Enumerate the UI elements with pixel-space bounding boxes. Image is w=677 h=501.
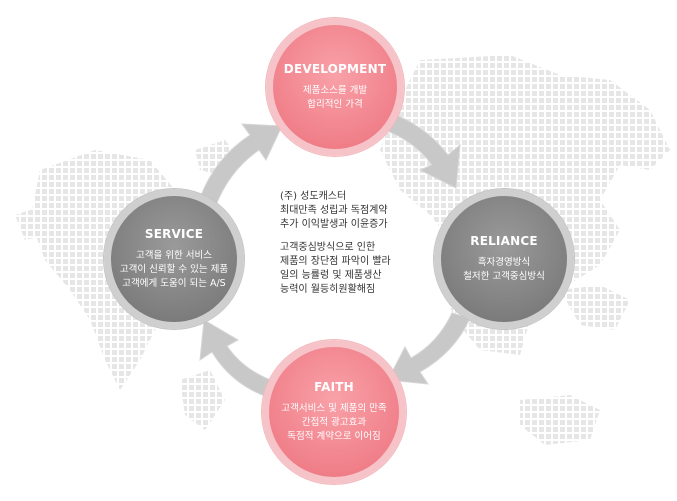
center-text: 최대만족 성립과 독점계약	[280, 205, 388, 216]
service-line: 고객을 위한 서비스	[136, 250, 212, 261]
reliance-line: 철저한 고객중심방식	[463, 271, 545, 282]
center-text: 제품의 장단점 파악이 빨라	[280, 256, 391, 267]
center-text: 능력이 월등히원활해짐	[280, 284, 376, 295]
faith-line: 고객서비스 및 제품의 만족	[281, 403, 387, 414]
reliance-circle: RELIANCE 흑자경영방식 철저한 고객중심방식	[434, 189, 574, 329]
arrow-faith-to-service	[199, 319, 277, 399]
faith-title: FAITH	[314, 380, 354, 394]
reliance-title: RELIANCE	[470, 234, 538, 248]
faith-circle: FAITH 고객서비스 및 제품의 만족 간접적 광고효과 독점적 계약으로 이…	[262, 340, 406, 484]
center-text: (주) 성도캐스터	[280, 191, 347, 202]
service-line: 고객에게 도움이 되는 A/S	[122, 278, 226, 289]
arrow-development-to-reliance	[379, 111, 461, 189]
development-line: 제품소스를 개발	[302, 85, 368, 96]
center-text: 추가 이익발생과 이윤증가	[280, 219, 388, 230]
faith-line: 독점적 계약으로 이어짐	[287, 431, 381, 442]
center-text: 일의 능률렁 및 제품생산	[280, 270, 382, 281]
reliance-line: 흑자경영방식	[477, 257, 531, 268]
center-description: (주) 성도캐스터 최대만족 성립과 독점계약 추가 이익발생과 이윤증가 고객…	[280, 190, 430, 297]
faith-line: 간접적 광고효과	[301, 417, 367, 428]
service-circle: SERVICE 고객을 위한 서비스 고객이 신뢰할 수 있는 제품 고객에게 …	[104, 189, 244, 329]
development-line: 합리적인 가격	[307, 99, 363, 110]
development-title: DEVELOPMENT	[283, 62, 387, 76]
service-title: SERVICE	[144, 227, 204, 241]
arrow-service-to-development	[199, 123, 283, 206]
development-circle: DEVELOPMENT 제품소스를 개발 합리적인 가격	[266, 18, 404, 156]
center-text: 고객중심방식으로 인한	[280, 242, 376, 253]
arrow-reliance-to-faith	[387, 312, 471, 385]
service-line: 고객이 신뢰할 수 있는 제품	[119, 264, 229, 275]
